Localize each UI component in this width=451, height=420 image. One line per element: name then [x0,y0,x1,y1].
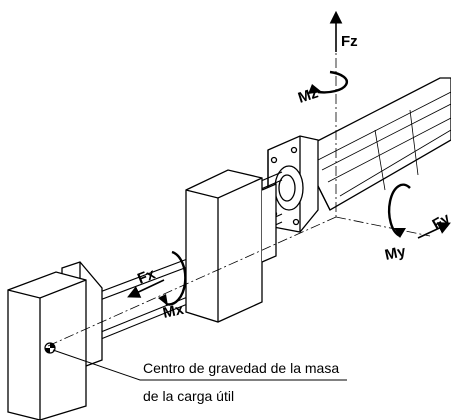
fz-arrow: Fz [329,10,358,52]
caption-line-1: Centro de gravedad de la masa [143,360,339,376]
mz-label: Mz [296,84,320,106]
my-label: My [383,243,408,264]
caption-line-2: de la carga útil [143,388,234,404]
fz-label: Fz [341,33,358,50]
axis-lines [47,40,431,347]
caption-leader-line [52,349,347,381]
cylinder-body [299,77,451,211]
mz-moment: Mz [296,70,348,107]
mx-moment: Mx [158,250,187,322]
fy-arrow: Fy [417,210,451,239]
mx-label: Mx [161,301,186,322]
guide-block [185,169,277,323]
fx-arrow: Fx [127,265,165,298]
fx-label: Fx [135,265,158,288]
my-moment: My [383,183,411,264]
fy-label: Fy [430,210,451,234]
center-of-gravity-marker [44,342,56,354]
